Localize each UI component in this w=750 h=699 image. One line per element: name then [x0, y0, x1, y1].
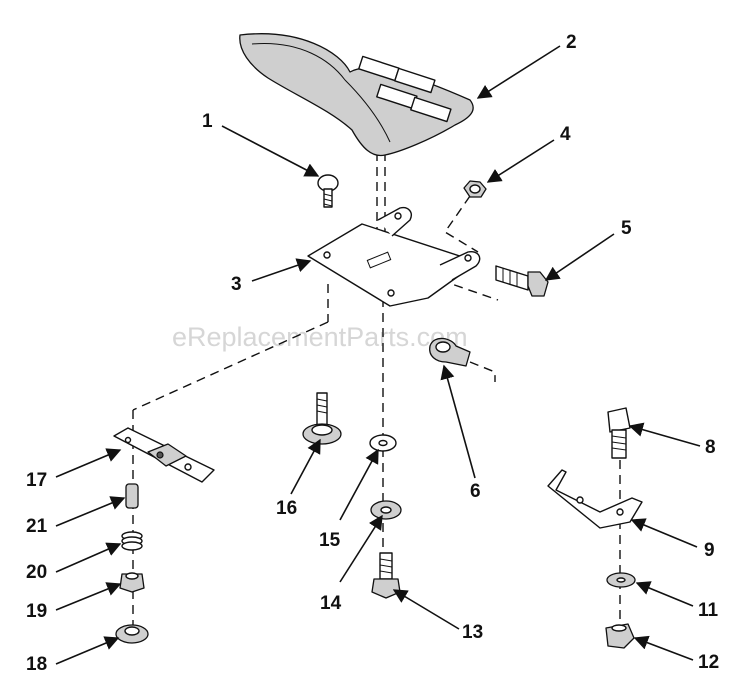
spring-part — [121, 531, 143, 551]
hex-nut-part — [605, 623, 635, 649]
callout-label-12: 12 — [698, 652, 719, 673]
nut-part — [463, 180, 487, 198]
carriage-bolt-part — [317, 174, 339, 208]
callout-label-1: 1 — [202, 111, 213, 132]
callout-label-4: 4 — [560, 124, 571, 145]
bracket-plate-part — [113, 427, 215, 483]
flat-washer-part — [369, 434, 397, 452]
callout-label-18: 18 — [26, 654, 47, 675]
callout-label-6: 6 — [470, 481, 481, 502]
leader-lines — [55, 45, 701, 665]
watermark: eReplacementParts.com — [172, 322, 468, 352]
small-washer-part — [606, 572, 636, 588]
angle-bracket-part — [547, 469, 643, 529]
callout-label-2: 2 — [566, 32, 577, 53]
assembly-lines — [132, 152, 621, 640]
seat-plate-part — [307, 206, 481, 307]
callout-label-9: 9 — [704, 540, 715, 561]
flange-nut-part — [115, 624, 149, 644]
callout-label-16: 16 — [276, 498, 297, 519]
callout-label-3: 3 — [231, 274, 242, 295]
callout-label-5: 5 — [621, 218, 632, 239]
cap-screw-part — [607, 407, 631, 459]
lock-nut-part — [119, 572, 145, 593]
clip-part — [429, 337, 471, 367]
callout-label-14: 14 — [320, 593, 342, 614]
callout-label-21: 21 — [26, 516, 48, 537]
callout-label-20: 20 — [26, 562, 47, 583]
callout-label-15: 15 — [319, 530, 341, 551]
callout-label-13: 13 — [462, 622, 483, 643]
seat-part — [239, 33, 474, 157]
callout-label-8: 8 — [705, 437, 716, 458]
pin-part — [125, 483, 139, 509]
hex-bolt-part — [495, 265, 549, 297]
washer-part — [370, 500, 402, 520]
shoulder-bolt-part — [302, 392, 342, 445]
callout-label-17: 17 — [26, 470, 47, 491]
callout-label-11: 11 — [698, 600, 719, 621]
callout-label-19: 19 — [26, 601, 47, 622]
